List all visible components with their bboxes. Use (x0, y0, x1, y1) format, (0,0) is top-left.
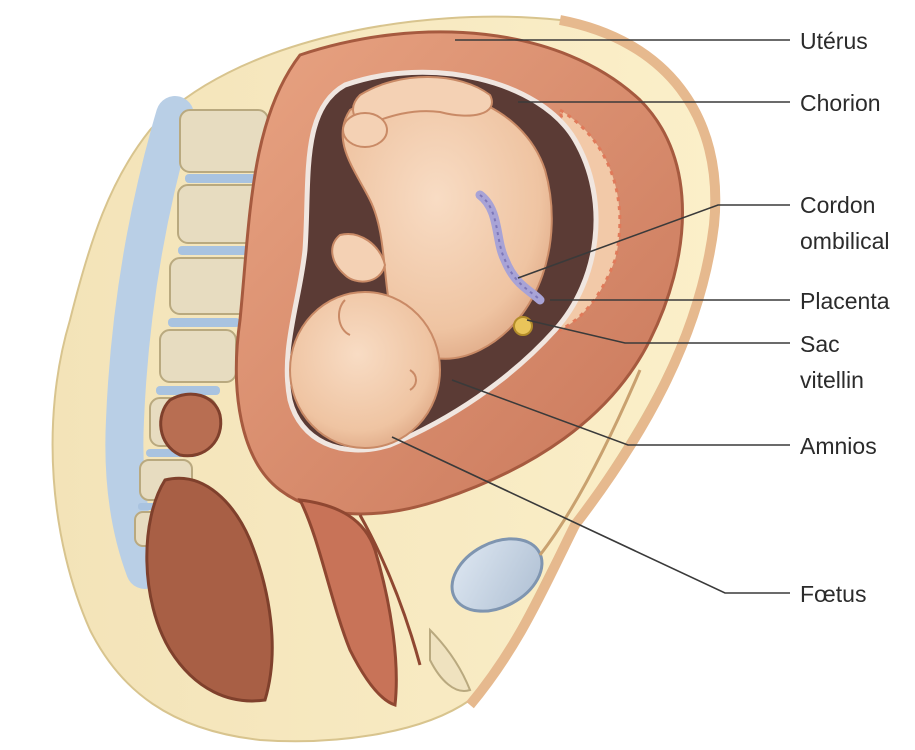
label-sac-line1: Sac (800, 331, 840, 357)
label-cordon-line2: ombilical (800, 228, 889, 254)
label-placenta: Placenta (800, 288, 890, 314)
label-cordon-line1: Cordon (800, 192, 875, 218)
sigmoid-colon (161, 394, 221, 456)
label-sac-line2: vitellin (800, 367, 864, 393)
label-foetus: Fœtus (800, 581, 866, 607)
label-uterus: Utérus (800, 28, 868, 54)
yolk-sac (514, 317, 532, 335)
labels: Utérus Chorion Cordon ombilical Placenta… (800, 28, 890, 607)
label-amnios: Amnios (800, 433, 877, 459)
label-chorion: Chorion (800, 90, 881, 116)
